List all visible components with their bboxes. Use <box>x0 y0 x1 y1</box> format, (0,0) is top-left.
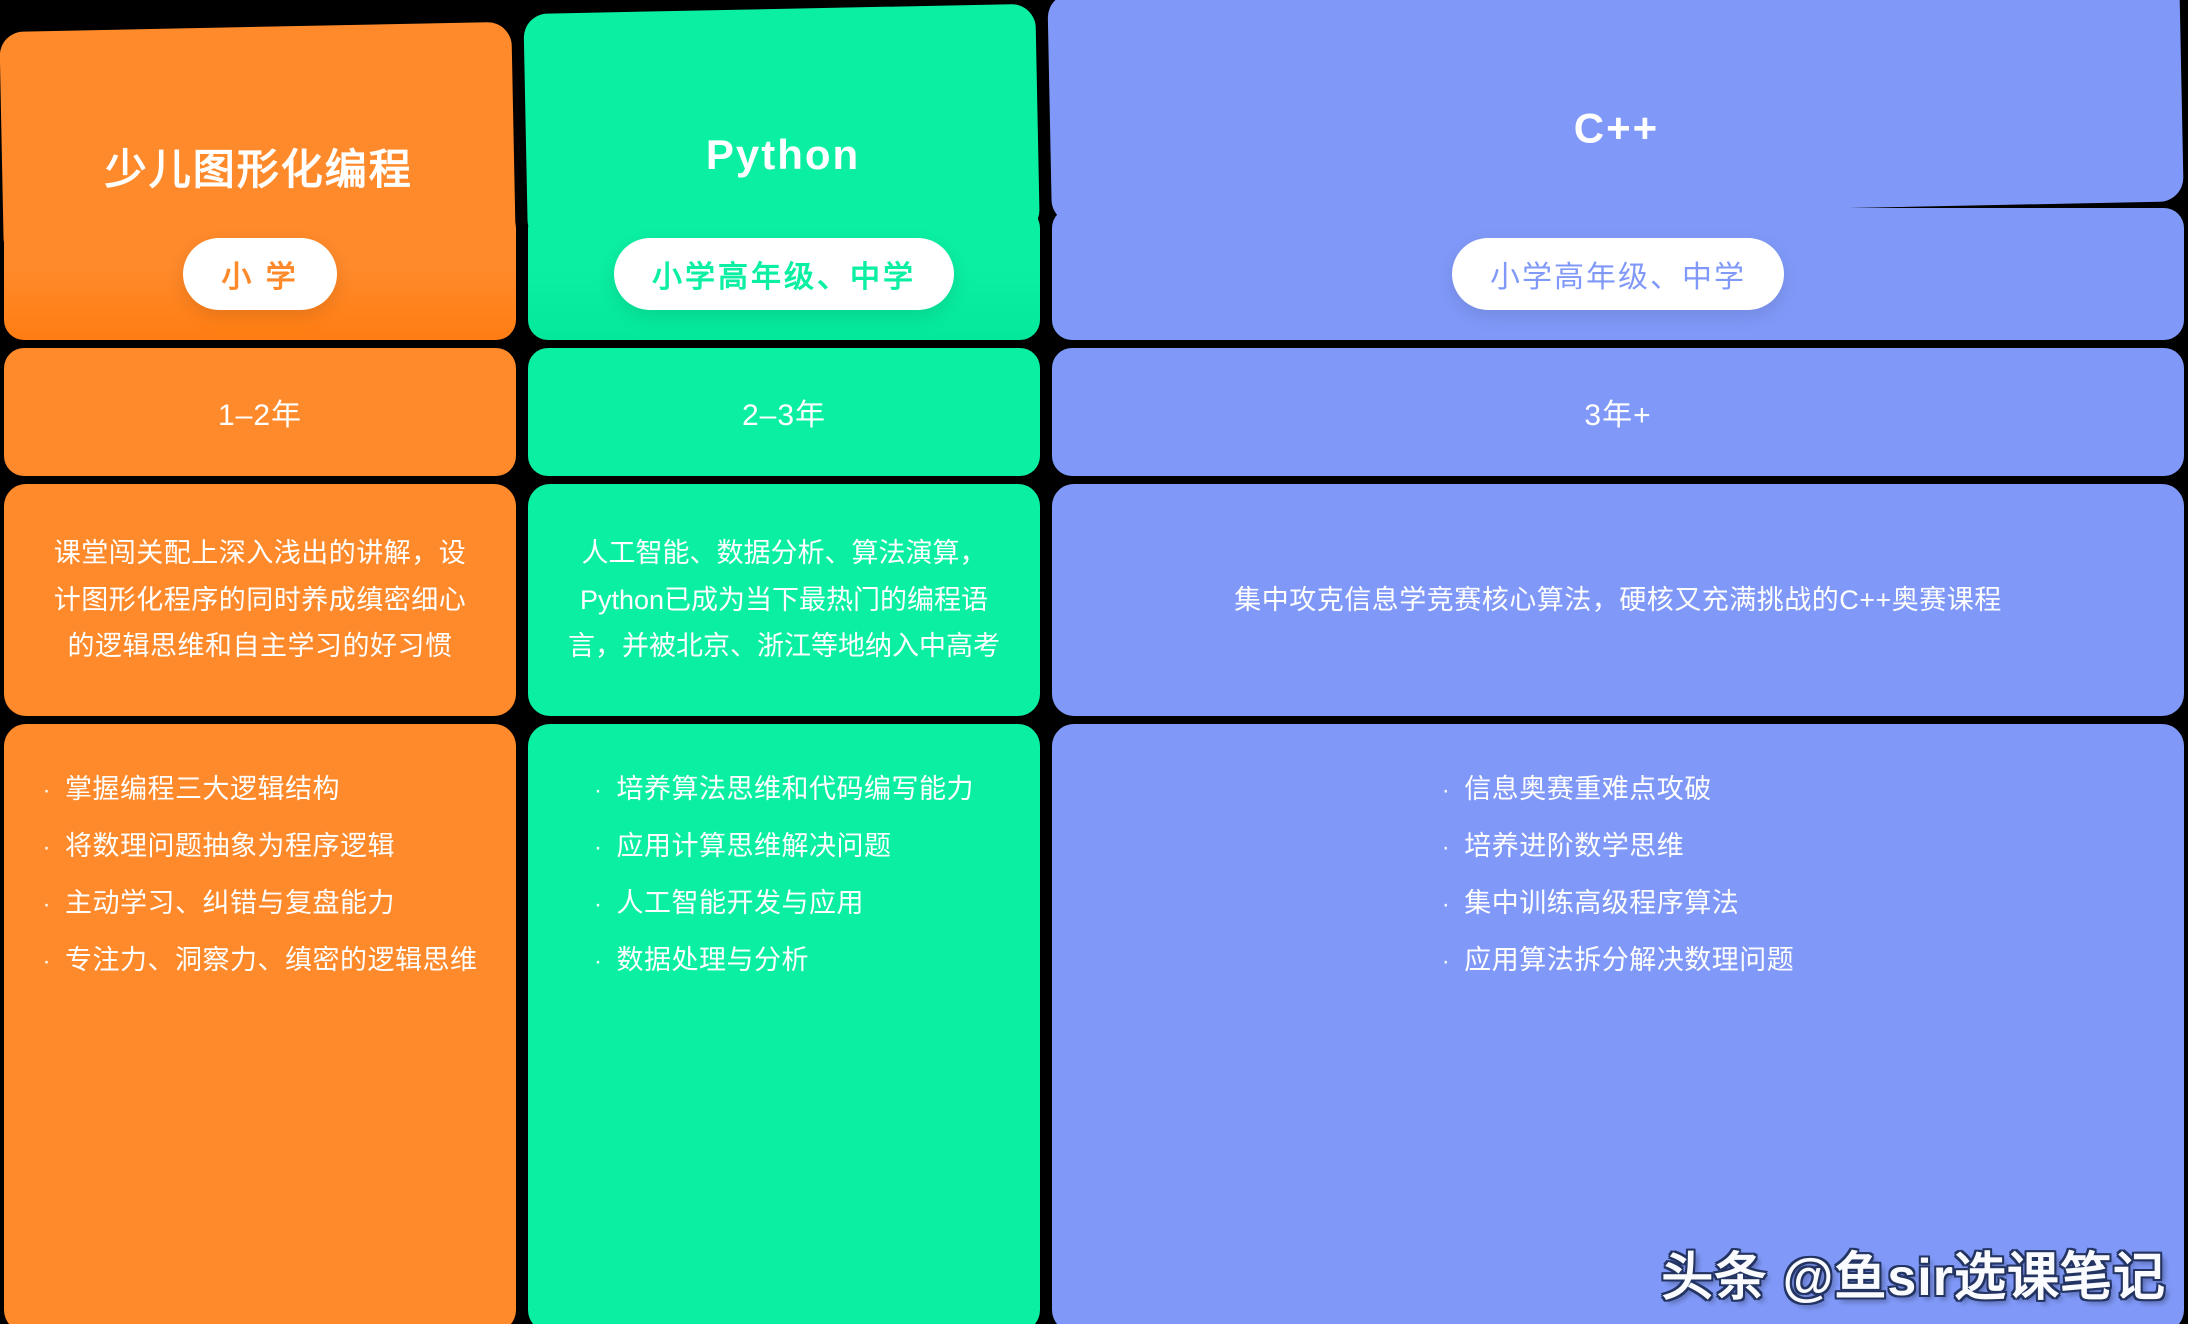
feature-label: 数据处理与分析 <box>616 945 809 975</box>
bullet-dot-icon: · <box>594 948 603 975</box>
bullet-dot-icon: · <box>1441 891 1451 918</box>
level-row-scratch: 小 学 <box>4 208 516 340</box>
feature-list-python: · 培养算法思维和代码编写能力 · 应用计算思维解决问题 · 人工智能开发与应用 · 数… <box>594 776 974 1004</box>
list-item: · 培养算法思维和代码编写能力 <box>594 776 974 803</box>
description-text-cpp: 集中攻克信息学竞赛核心算法，硬核又充满挑战的C++奥赛课程 <box>1234 584 2002 615</box>
level-pill-python: 小学高年级、中学 <box>614 238 954 310</box>
level-row-python: 小学高年级、中学 <box>528 208 1040 340</box>
description-row-python: 人工智能、数据分析、算法演算，Python已成为当下最热门的编程语言，并被北京、… <box>528 484 1040 716</box>
feature-label: 主动学习、纠错与复盘能力 <box>65 888 395 918</box>
list-item: · 掌握编程三大逻辑结构 <box>43 776 478 803</box>
list-item: · 将数理问题抽象为程序逻辑 <box>43 833 478 860</box>
features-row-python: · 培养算法思维和代码编写能力 · 应用计算思维解决问题 · 人工智能开发与应用 · 数… <box>528 724 1040 1324</box>
feature-label: 专注力、洞察力、缜密的逻辑思维 <box>65 945 478 975</box>
features-row-cpp: · 信息奥赛重难点攻破 · 培养进阶数学思维 · 集中训练高级程序算法 · 应用算法拆分… <box>1052 724 2184 1324</box>
feature-label: 人工智能开发与应用 <box>616 888 864 918</box>
feature-label: 集中训练高级程序算法 <box>1464 888 1740 918</box>
list-item: · 人工智能开发与应用 <box>594 890 974 917</box>
level-pill-scratch: 小 学 <box>183 238 337 310</box>
list-item: · 集中训练高级程序算法 <box>1442 890 1795 917</box>
bullet-dot-icon: · <box>1441 777 1451 804</box>
feature-list-scratch: ·掌握编程三大逻辑结构 ·将数理问题抽象为程序逻辑 ·主动学习、纠错与复盘能力 … <box>43 776 478 1004</box>
feature-list-cpp: · 信息奥赛重难点攻破 · 培养进阶数学思维 · 集中训练高级程序算法 · 应用算法拆分… <box>1442 776 1795 1004</box>
bullet-dot-icon: · <box>42 777 51 804</box>
description-row-cpp: 集中攻克信息学竞赛核心算法，硬核又充满挑战的C++奥赛课程 <box>1052 484 2184 716</box>
bullet-dot-icon: · <box>42 948 51 975</box>
list-item: · 数据处理与分析 <box>594 947 974 974</box>
duration-row-python: 2–3年 <box>528 348 1040 476</box>
feature-label: 应用计算思维解决问题 <box>616 831 892 861</box>
duration-row-scratch: 1–2年 <box>4 348 516 476</box>
list-item: · 应用计算思维解决问题 <box>594 833 974 860</box>
list-item: · 主动学习、纠错与复盘能力 <box>43 890 478 917</box>
description-text-scratch: 课堂闯关配上深入浅出的讲解，设计图形化程序的同时养成缜密细心的逻辑思维和自主学习… <box>53 538 467 662</box>
feature-label: 培养进阶数学思维 <box>1464 831 1685 861</box>
description-text-python: 人工智能、数据分析、算法演算，Python已成为当下最热门的编程语言，并被北京、… <box>568 538 1000 662</box>
level-pill-cpp: 小学高年级、中学 <box>1452 238 1784 310</box>
duration-label-python: 2–3年 <box>741 399 827 432</box>
bullet-dot-icon: · <box>594 891 603 918</box>
bullet-dot-icon: · <box>42 834 51 861</box>
duration-row-cpp: 3年+ <box>1052 348 2184 476</box>
feature-label: 应用算法拆分解决数理问题 <box>1464 945 1795 975</box>
bullet-dot-icon: · <box>594 834 603 861</box>
feature-label: 培养算法思维和代码编写能力 <box>616 774 974 804</box>
level-pill-label-scratch: 小 学 <box>221 261 299 294</box>
feature-label: 将数理问题抽象为程序逻辑 <box>65 831 395 861</box>
level-pill-label-python: 小学高年级、中学 <box>652 261 916 294</box>
list-item: · 专注力、洞察力、缜密的逻辑思维 <box>43 947 478 974</box>
feature-label: 掌握编程三大逻辑结构 <box>65 774 340 804</box>
bullet-dot-icon: · <box>594 777 603 804</box>
course-header-card-cpp: C++ <box>1047 0 2184 225</box>
watermark: 头条 @鱼sir选课笔记 <box>1661 1249 2166 1307</box>
description-row-scratch: 课堂闯关配上深入浅出的讲解，设计图形化程序的同时养成缜密细心的逻辑思维和自主学习… <box>4 484 516 716</box>
duration-label-scratch: 1–2年 <box>217 399 303 432</box>
list-item: · 信息奥赛重难点攻破 <box>1442 776 1795 803</box>
duration-label-cpp: 3年+ <box>1584 399 1652 432</box>
level-pill-label-cpp: 小学高年级、中学 <box>1490 261 1746 294</box>
list-item: · 应用算法拆分解决数理问题 <box>1442 947 1795 974</box>
list-item: · 培养进阶数学思维 <box>1442 833 1795 860</box>
level-row-cpp: 小学高年级、中学 <box>1052 208 2184 340</box>
bullet-dot-icon: · <box>1441 834 1451 861</box>
bullet-dot-icon: · <box>1441 948 1451 975</box>
feature-label: 信息奥赛重难点攻破 <box>1464 774 1712 804</box>
features-row-scratch: ·掌握编程三大逻辑结构 ·将数理问题抽象为程序逻辑 ·主动学习、纠错与复盘能力 … <box>4 724 516 1324</box>
bullet-dot-icon: · <box>42 891 51 918</box>
course-header-title-cpp: C++ <box>1574 104 1660 152</box>
